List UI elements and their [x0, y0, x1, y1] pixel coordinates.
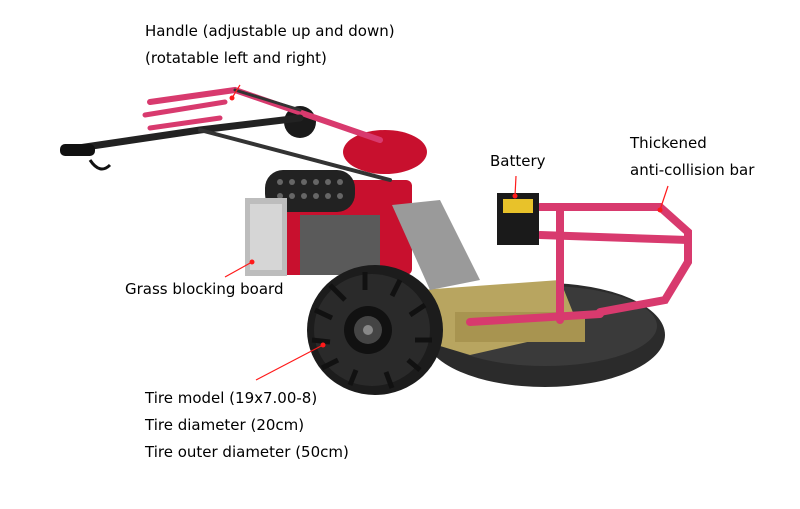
tire — [307, 265, 443, 395]
anti-collision-bar-pointer — [659, 185, 669, 211]
handle-pointer — [231, 84, 241, 99]
anti-collision-bar-callout-line-2: anti-collision bar — [630, 161, 755, 179]
battery-callout-line-1: Battery — [490, 152, 546, 170]
handle-callout: Handle (adjustable up and down) (rotatab… — [145, 18, 395, 72]
handle-callout-line-2: (rotatable left and right) — [145, 49, 327, 67]
battery-pointer — [514, 175, 517, 197]
tire-callout-line-2: Tire diameter (20cm) — [145, 416, 305, 434]
grass-board-pointer — [224, 261, 253, 278]
pointer-dots — [229, 95, 663, 348]
battery-callout: Battery — [490, 148, 546, 175]
anti-collision-bar-callout-line-1: Thickened — [630, 134, 707, 152]
handle — [61, 86, 392, 182]
anti-collision-bar — [466, 203, 692, 326]
tire-pointer — [255, 344, 324, 381]
tire-callout: Tire model (19x7.00-8) Tire diameter (20… — [145, 385, 349, 466]
grass-blocking-board-callout-line-1: Grass blocking board — [125, 280, 284, 298]
grass-blocking-board-callout: Grass blocking board — [125, 276, 283, 303]
tire-callout-line-3: Tire outer diameter (50cm) — [145, 443, 349, 461]
pointer-lines — [224, 84, 669, 381]
anti-collision-bar-callout: Thickened anti-collision bar — [630, 130, 754, 184]
fuel-tank — [343, 130, 427, 174]
handle-callout-line-1: Handle (adjustable up and down) — [145, 22, 395, 40]
tire-callout-line-1: Tire model (19x7.00-8) — [145, 389, 318, 407]
